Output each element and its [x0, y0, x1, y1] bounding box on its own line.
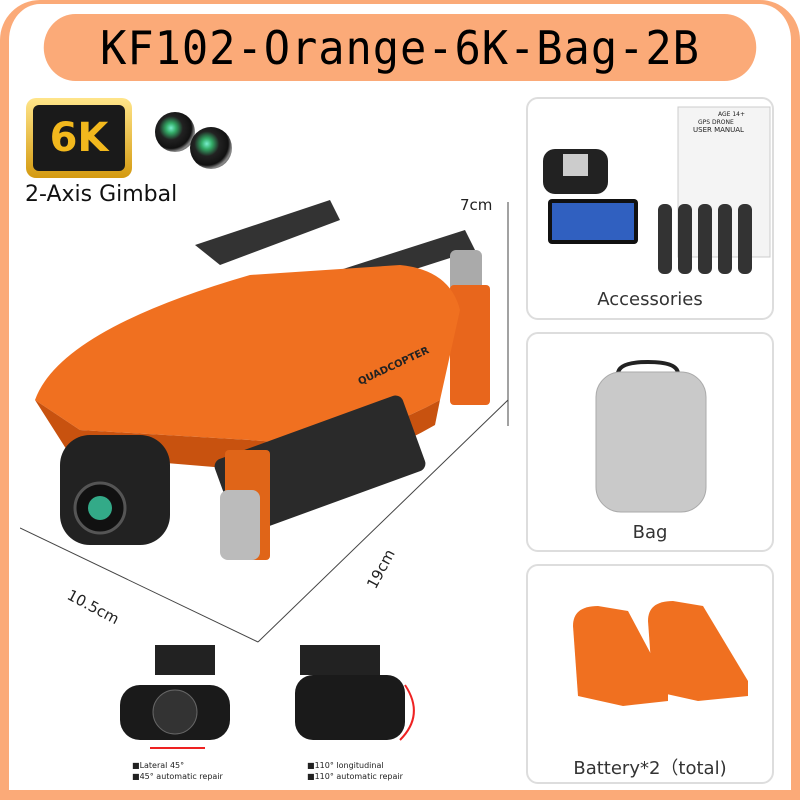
gimbal-notes-left: ■Lateral 45°■45° automatic repair	[132, 761, 223, 781]
height-dimension: 7cm	[460, 196, 493, 214]
camera-lens-icon	[155, 112, 195, 152]
accessories-image	[543, 106, 771, 274]
bag-image	[595, 359, 707, 513]
drone-image: QUADCOPTER	[20, 200, 509, 643]
accessories-card: AGE 14+ GPS DRONE USER MANUAL Accessorie…	[526, 97, 774, 320]
gimbal-notes-right: ■110° longitudinal■110° automatic repair	[307, 761, 403, 781]
bag-caption: Bag	[632, 522, 668, 543]
gimbal-lateral-image	[120, 645, 230, 749]
battery-caption: Battery*2（total)	[573, 758, 727, 779]
product-title: KF102-Orange-6K-Bag-2B	[43, 14, 757, 81]
gimbal-longitudinal-image	[295, 645, 415, 741]
accessories-caption: Accessories	[597, 289, 703, 310]
drone-body	[35, 265, 460, 442]
gimbal-label: 2-Axis Gimbal	[25, 182, 178, 207]
propeller-arm	[195, 200, 340, 265]
manual-age: AGE 14+	[718, 111, 746, 118]
bottom-bar	[0, 790, 800, 800]
camera-lens-icon	[190, 127, 232, 169]
manual-subtitle: USER MANUAL	[693, 126, 744, 134]
manual-title: GPS DRONE	[698, 119, 734, 126]
6k-badge: 6K	[26, 98, 132, 178]
bag-card: Bag	[526, 332, 774, 552]
dimension-lines	[20, 202, 509, 643]
6k-badge-text: 6K	[33, 105, 125, 171]
battery-card: Battery*2（total)	[526, 564, 774, 784]
battery-image	[573, 601, 748, 706]
